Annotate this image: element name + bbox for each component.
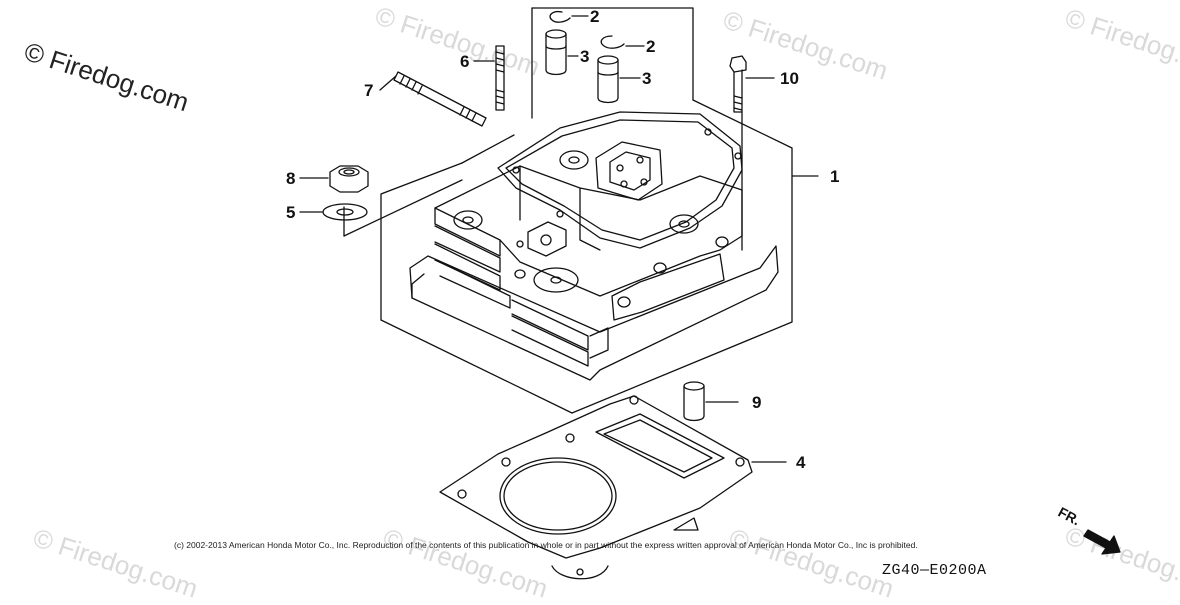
callout-7: 7 [364,81,374,100]
callout-6: 6 [460,52,470,71]
callout-5: 5 [286,203,296,222]
callout-9: 9 [752,393,762,412]
callout-1: 1 [830,167,840,186]
callout-4: 4 [796,453,806,472]
part-9-dowel-pin [683,381,739,422]
part-7-stud [379,71,487,127]
copyright-notice: (c) 2002-2013 American Honda Motor Co., … [174,540,918,550]
part-5-washer [299,203,368,221]
part-6-stud [473,45,505,111]
assembly-frame [343,7,793,414]
cylinder-head [409,111,779,381]
part-3b-valve-guide [597,55,641,104]
part-4-head-gasket [439,395,787,580]
callout-2: 2 [590,7,600,26]
part-2a-clip [549,10,589,23]
parts-diagram: © Firedog.com © Firedog.com © Firedog.co… [21,0,1180,603]
callout-2: 2 [646,37,656,56]
callout-3: 3 [580,47,590,66]
diagram-drawing [299,7,1121,580]
callout-3: 3 [642,69,652,88]
part-10-bolt [729,55,775,251]
part-8-nut [299,165,369,193]
part-3a-valve-guide [545,29,579,76]
front-arrow-icon [1083,529,1121,555]
diagram-code: ZG40—E0200A [882,562,987,579]
callout-8: 8 [286,169,296,188]
callout-10: 10 [780,69,799,88]
part-2b-clip [600,35,645,49]
